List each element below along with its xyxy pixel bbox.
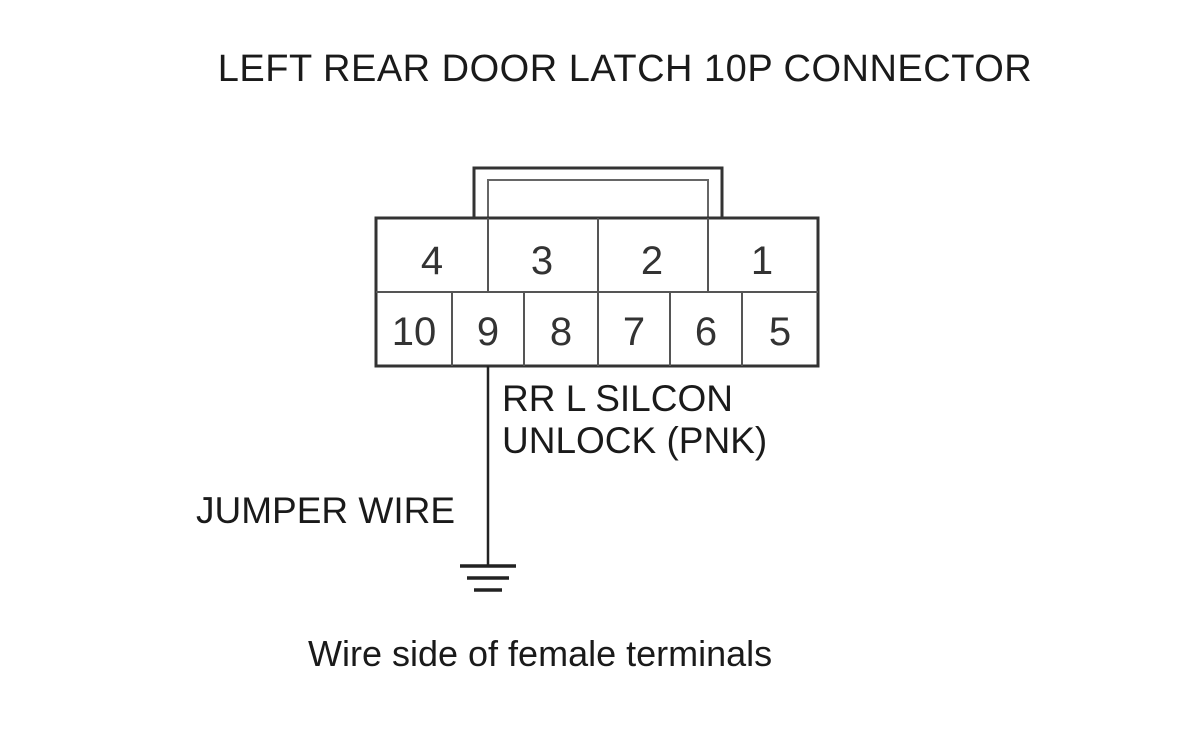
wire-label-line2: UNLOCK (PNK)	[502, 420, 768, 461]
terminal-8: 8	[550, 310, 572, 354]
terminal-3: 3	[531, 239, 553, 283]
terminal-9: 9	[477, 310, 499, 354]
bottom-row-dividers	[451, 292, 743, 366]
connector-lock-tab	[472, 166, 724, 218]
top-row-dividers	[487, 218, 709, 292]
connector-lock-tab-inner	[487, 179, 709, 218]
wire-label-line1: RR L SILCON	[502, 378, 733, 419]
ground-icon	[460, 564, 516, 592]
terminal-4: 4	[421, 239, 443, 283]
terminal-7: 7	[623, 310, 645, 354]
terminal-5: 5	[769, 310, 791, 354]
terminal-2: 2	[641, 239, 663, 283]
jumper-wire-label: JUMPER WIRE	[196, 490, 455, 531]
diagram-caption: Wire side of female terminals	[308, 633, 773, 674]
terminal-1: 1	[751, 239, 773, 283]
terminal-6: 6	[695, 310, 717, 354]
terminal-10: 10	[392, 310, 437, 354]
diagram-title: LEFT REAR DOOR LATCH 10P CONNECTOR	[217, 48, 1033, 90]
